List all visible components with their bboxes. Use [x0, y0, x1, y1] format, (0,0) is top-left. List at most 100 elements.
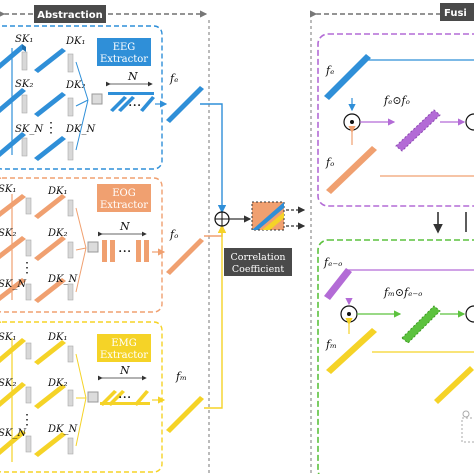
emg-vertical-ellipsis: ⋮ — [20, 412, 34, 428]
eog-sk2-kernel — [25, 239, 32, 257]
eog-dk2-bar — [34, 236, 66, 261]
emg-badge-line2: Extractor — [100, 350, 148, 361]
fusion-feo-label: fₑ₋ₒ — [323, 256, 342, 269]
eeg-dk2-label: DK₂ — [65, 80, 86, 91]
correlation-line1: Correlation — [230, 252, 285, 263]
eeg-fe-bar — [166, 86, 204, 123]
fusion-fm-bar — [326, 328, 377, 374]
eog-dkn-label: DK_N — [47, 274, 78, 285]
eog-skn-kernel — [25, 283, 32, 301]
emg-dk1-bar — [34, 340, 66, 365]
emg-dk2-kernel — [67, 389, 74, 407]
eog-vertical-ellipsis: ⋮ — [20, 260, 34, 276]
emg-dkn-bar — [34, 432, 66, 457]
eeg-dk2-bar — [34, 92, 66, 117]
fusion-header-label: Fusi — [444, 8, 467, 19]
fusion-mult-node-1 — [343, 113, 361, 131]
eog-panel: EOG Extractor SK₁ DK₁ SK₂ DK₂ SK_N DK_N … — [0, 177, 204, 313]
eog-badge-line1: EOG — [112, 188, 136, 199]
eog-dkn-bar — [34, 278, 66, 303]
eeg-extractor-badge: EEG Extractor — [97, 38, 151, 66]
eog-dk1-bar — [34, 194, 66, 219]
eog-dk2-label: DK₂ — [47, 228, 68, 239]
stage-connector — [433, 212, 467, 234]
fusion-purple-bar — [395, 109, 441, 152]
emg-dk1-label: DK₁ — [47, 332, 68, 343]
eog-dk1-label: DK₁ — [47, 186, 68, 197]
eog-skn-bar — [0, 278, 26, 301]
eeg-n-ellipsis: ··· — [128, 98, 141, 114]
emg-dkn-kernel — [67, 437, 74, 455]
emg-n-ellipsis: ··· — [118, 390, 131, 406]
eeg-badge-line1: EEG — [113, 42, 136, 53]
eog-n-ellipsis: ··· — [118, 244, 131, 260]
eeg-dk1-bar — [34, 48, 66, 73]
eeg-badge-line2: Extractor — [100, 54, 148, 65]
eog-n-stack — [102, 240, 149, 262]
fusion-fo-label: fₒ — [325, 156, 334, 169]
eeg-dkn-kernel — [67, 141, 74, 161]
emg-skn-label: SK_N — [0, 428, 27, 439]
eog-badge-line2: Extractor — [100, 200, 148, 211]
fusion-stage-2: fₑ₋ₒ fₘ fₘ⊙fₑ₋ₒ — [317, 239, 474, 474]
eeg-merge-lines — [75, 61, 89, 151]
eog-sk2-bar — [0, 236, 26, 259]
eeg-skn-kernel — [21, 137, 28, 157]
fusion-fe-bar — [324, 54, 371, 100]
eeg-n-label: N — [127, 70, 138, 83]
emg-concat-node — [87, 391, 99, 403]
sum-node — [214, 211, 230, 227]
emg-sk1-kernel — [25, 342, 32, 360]
eog-skn-label: SK_N — [0, 279, 27, 290]
emg-sk2-label: SK₂ — [0, 378, 16, 389]
emg-panel: EMG Extractor SK₁ DK₁ SK₂ DK₂ SK_N DK_N … — [0, 321, 204, 473]
fusion-fe-label: fₑ — [325, 64, 334, 77]
eeg-sk1-label: SK₁ — [15, 34, 33, 45]
eog-sk2-label: SK₂ — [0, 228, 16, 239]
fusion-add-node-1 — [465, 113, 474, 131]
emg-sk2-bar — [0, 382, 26, 407]
eeg-dk1-label: DK₁ — [65, 36, 86, 47]
eeg-dk1-kernel — [67, 53, 74, 73]
emg-sk1-bar — [0, 338, 26, 363]
fusion-green-bar — [401, 305, 441, 344]
emg-n-stack — [100, 390, 150, 406]
eog-merge-lines — [75, 207, 87, 293]
fusion-fm-label: fₘ — [325, 338, 337, 351]
eeg-dkn-bar — [34, 136, 66, 161]
emg-badge-line1: EMG — [111, 338, 137, 349]
eeg-vertical-ellipsis: ⋮ — [44, 120, 58, 136]
emg-dk2-bar — [34, 384, 66, 409]
fusion-feo-bar — [324, 268, 352, 300]
eog-fo-label: fₒ — [169, 228, 178, 241]
eeg-skn-bar — [0, 132, 26, 157]
eeg-fe-label: fₑ — [169, 72, 178, 85]
eeg-sk2-kernel — [21, 94, 28, 114]
emg-n-label: N — [119, 364, 130, 377]
eeg-sk1-bar — [0, 44, 26, 69]
eeg-dk2-kernel — [67, 97, 74, 117]
eeg-n-stack — [108, 92, 155, 112]
fusion-output-box — [461, 410, 474, 443]
correlation-line2: Coefficient — [232, 264, 284, 275]
fusion-fe-odot-fo-label: fₑ⊙fₒ — [383, 94, 410, 107]
eog-n-label: N — [119, 220, 130, 233]
correlation-coefficient-box: Correlation Coefficient — [224, 248, 292, 276]
eog-concat-node — [87, 241, 99, 253]
fusion-add-node-2 — [465, 305, 474, 323]
eeg-sk2-bar — [0, 88, 26, 113]
abstraction-header-label: Abstraction — [37, 10, 102, 21]
emg-fm-bar — [166, 396, 204, 433]
emg-fm-label: fₘ — [175, 370, 187, 383]
emg-merge-lines — [75, 353, 87, 447]
eeg-concat-node — [91, 93, 103, 105]
emg-sk2-kernel — [25, 386, 32, 404]
emg-extractor-badge: EMG Extractor — [97, 334, 151, 362]
emg-dkn-label: DK_N — [47, 424, 78, 435]
eog-dk1-kernel — [67, 199, 74, 217]
eeg-sk2-label: SK₂ — [15, 79, 33, 90]
correlation-icon — [251, 201, 285, 231]
eeg-skn-label: SK_N — [15, 124, 44, 135]
fusion-fm-odot-feo-label: fₘ⊙fₑ₋ₒ — [383, 286, 422, 299]
